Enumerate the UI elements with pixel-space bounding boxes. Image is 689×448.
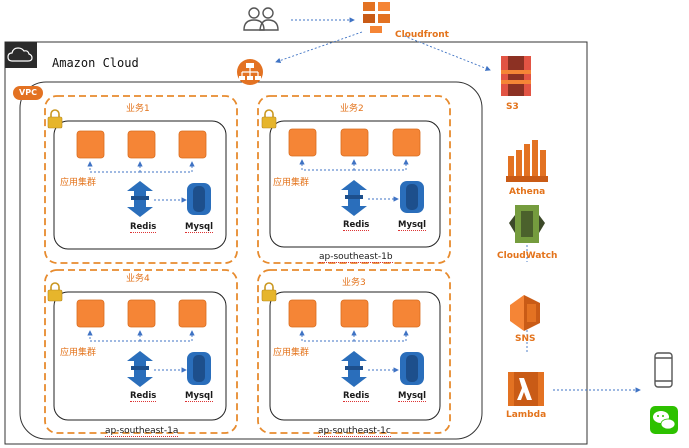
ec2-instance-icon [340,299,369,328]
mobile-phone-icon [654,352,673,388]
zone-4-region-label: ap-southeast-1a [105,426,179,437]
zone-2-region-label: ap-southeast-1b [319,252,393,263]
zone-1-redis-label: Redis [130,222,157,233]
zone-2-subnet [269,120,441,248]
ec2-instance-icon [392,299,421,328]
lambda-icon [508,372,544,406]
load-balancer-icon [237,59,263,85]
zone-3-subnet [269,291,441,421]
cloud-icon [7,47,33,62]
connector-line [87,330,140,342]
wechat-icon [650,406,678,434]
connector-line [299,330,354,342]
cloudfront-to-loadbalancer-arrow [275,31,363,64]
athena-label: Athena [509,187,546,197]
zone-3-cluster-label: 应用集群 [273,348,310,358]
ec2-instance-icon [178,130,207,159]
mysql-icon [187,352,211,385]
redis-icon [127,351,153,387]
ec2-instance-icon [178,299,207,328]
sns-icon [510,295,540,331]
zone-4-cluster-label: 应用集群 [60,348,97,358]
cloud-header-icon-box [5,42,37,68]
mysql-icon [400,181,424,213]
cloudfront-icon [363,2,390,33]
zone-1-title: 业务1 [126,104,150,114]
connector-line [354,330,409,342]
amazon-cloud-title: Amazon Cloud [52,56,139,70]
zone-1-boundary [44,95,238,264]
zone-2-redis-label: Redis [343,220,370,231]
zone-3-redis-label: Redis [343,391,370,402]
zone-4-redis-label: Redis [130,391,157,402]
zone-4-subnet [53,291,227,421]
ec2-instance-icon [288,299,317,328]
lock-icon [47,109,63,129]
zone-2-cluster-label: 应用集群 [273,178,310,188]
zone-1-subnet [53,120,227,250]
ec2-instance-icon [392,128,421,157]
lock-icon [47,282,63,302]
redis-icon [341,180,367,216]
zone-3-boundary [257,269,451,434]
zone-2-mysql-label: Mysql [398,220,427,231]
s3-icon [501,56,531,96]
zone-1-mysql-label: Mysql [185,222,214,233]
cloudfront-label: Cloudfront [395,30,449,40]
ec2-instance-icon [76,130,105,159]
lock-icon [261,282,277,302]
cloudwatch-icon [509,205,545,243]
ec2-instance-icon [340,128,369,157]
redis-icon [127,181,153,217]
zone-4-boundary [44,269,238,434]
ec2-instance-icon [127,130,156,159]
connector-line [299,159,354,171]
vpc-badge: VPC [13,86,43,100]
zone-3-mysql-label: Mysql [398,391,427,402]
ec2-instance-icon [76,299,105,328]
connector-line [87,161,140,173]
zone-2-boundary [257,95,451,264]
lambda-label: Lambda [506,410,547,420]
zone-3-region-label: ap-southeast-1c [318,426,391,437]
mysql-icon [187,183,211,215]
connector-line [140,330,195,342]
zone-2-title: 业务2 [340,104,364,114]
users-icon [243,7,279,31]
lock-icon [261,109,277,129]
zone-3-title: 业务3 [342,278,366,288]
redis-icon [341,351,367,387]
ec2-instance-icon [127,299,156,328]
amazon-cloud-frame [4,41,588,445]
s3-label: S3 [506,102,519,112]
zone-4-title: 业务4 [126,274,150,284]
ec2-instance-icon [288,128,317,157]
sns-label: SNS [515,334,536,344]
athena-icon [506,140,548,182]
zone-4-mysql-label: Mysql [185,391,214,402]
cloudwatch-label: CloudWatch [497,251,558,261]
zone-1-cluster-label: 应用集群 [60,178,97,188]
connector-line [140,161,195,173]
cloudfront-to-s3-arrow [403,35,491,71]
mysql-icon [400,352,424,385]
connector-line [354,159,409,171]
